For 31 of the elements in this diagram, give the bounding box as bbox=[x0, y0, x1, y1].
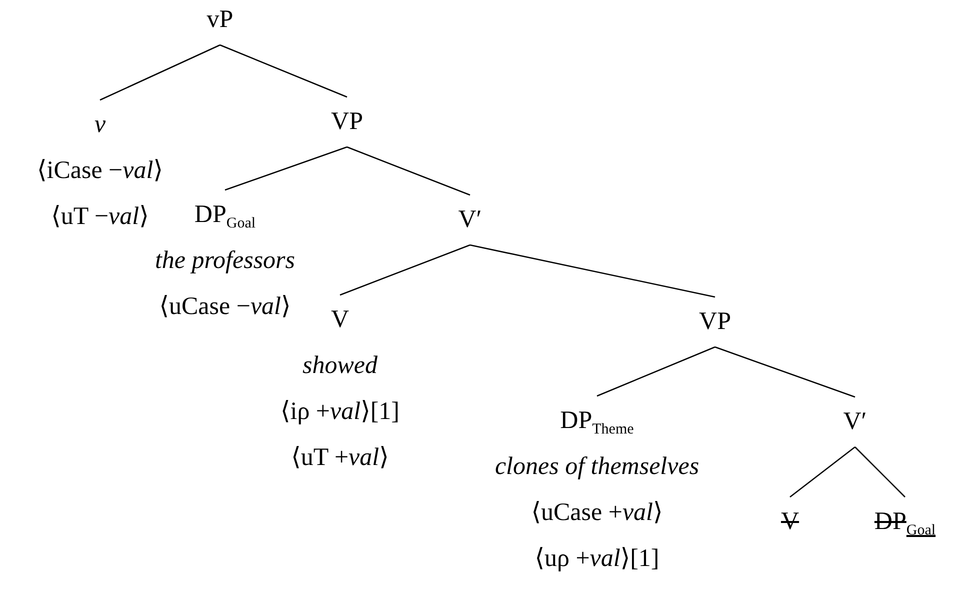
branch-line bbox=[790, 446, 856, 498]
branch-line bbox=[470, 244, 716, 298]
feature-label: ⟨uCase −val⟩ bbox=[159, 292, 291, 322]
branch-line bbox=[340, 244, 470, 296]
branch-line bbox=[100, 44, 220, 101]
branch-line bbox=[224, 146, 348, 191]
category-label: DP$_{Goal}$ bbox=[194, 200, 256, 230]
feature-label: ⟨uCase +val⟩ bbox=[531, 498, 663, 528]
branch-line bbox=[346, 146, 470, 196]
feature-label: ⟨uρ +val⟩[1] bbox=[534, 544, 660, 574]
feature-label: ⟨iρ +val⟩[1] bbox=[280, 397, 400, 427]
category-label: V′ bbox=[843, 407, 867, 437]
feature-label: clones of themselves bbox=[494, 452, 700, 482]
category-label: V bbox=[780, 507, 800, 537]
category-label: DP$_{Theme}$ bbox=[560, 406, 634, 436]
feature-label: ⟨uT +val⟩ bbox=[291, 443, 389, 473]
category-label: v bbox=[94, 110, 106, 140]
branch-line bbox=[854, 446, 906, 498]
category-label: DP$_{Goal}$ bbox=[874, 507, 936, 537]
feature-label: showed bbox=[302, 351, 378, 381]
category-label: VP bbox=[331, 107, 363, 137]
feature-label: ⟨uT −val⟩ bbox=[51, 202, 149, 232]
branch-line bbox=[714, 346, 856, 398]
branch-line bbox=[220, 44, 348, 98]
feature-label: the professors bbox=[154, 246, 296, 276]
category-label: V bbox=[330, 305, 350, 335]
branch-line bbox=[596, 346, 716, 397]
category-label: V′ bbox=[458, 205, 482, 235]
category-label: VP bbox=[699, 307, 731, 337]
feature-label: ⟨iCase −val⟩ bbox=[37, 156, 163, 186]
category-label: vP bbox=[206, 5, 234, 35]
